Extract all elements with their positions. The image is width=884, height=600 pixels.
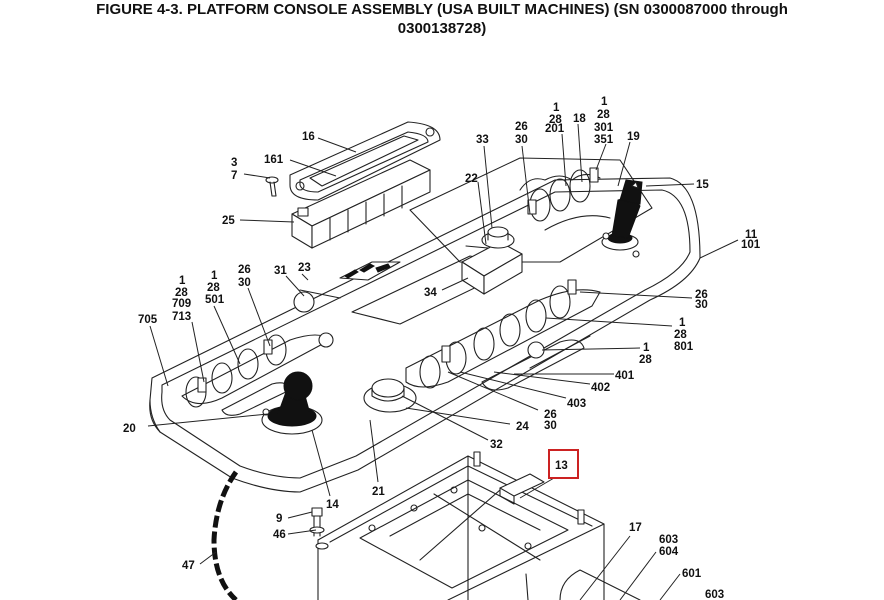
callout-713: 713 — [172, 311, 191, 323]
callout-709: 709 — [172, 298, 191, 310]
callout-33: 33 — [476, 134, 489, 146]
callout-603-lower: 603 — [705, 589, 724, 600]
callout-1-left-a: 1 — [179, 275, 186, 287]
callout-13-highlight-box — [548, 449, 579, 479]
callout-20: 20 — [123, 423, 136, 435]
callout-351: 351 — [594, 134, 614, 146]
selector-switch-box — [461, 226, 523, 295]
emergency-stop-button — [363, 378, 417, 413]
callout-1-upper-a: 1 — [553, 102, 560, 114]
callout-1-right-b: 1 — [643, 342, 650, 354]
callout-28-right-a: 28 — [674, 329, 687, 341]
console-cable — [211, 470, 239, 600]
callout-28-right-b: 28 — [639, 354, 652, 366]
switch-panel-bezel — [289, 121, 441, 201]
callout-25: 25 — [222, 215, 235, 227]
toggle-switch-block — [291, 159, 431, 249]
figure-title-line-2: 0300138728) — [397, 20, 487, 37]
left-joystick — [261, 371, 323, 435]
callout-28-upper-b: 28 — [597, 109, 610, 121]
callout-26-upper: 26 — [515, 121, 528, 133]
callout-9: 9 — [276, 513, 282, 525]
callout-28-left-b: 28 — [207, 282, 220, 294]
figure-title-line-1: FIGURE 4-3. PLATFORM CONSOLE ASSEMBLY (U… — [96, 1, 788, 18]
callout-24: 24 — [516, 421, 529, 433]
callout-47: 47 — [182, 560, 195, 572]
callout-18: 18 — [573, 113, 586, 125]
callout-30-lower: 30 — [544, 420, 557, 432]
callout-601: 601 — [682, 568, 702, 580]
right-joystick — [601, 179, 643, 258]
left-toggle-row — [181, 291, 334, 416]
figure-title: FIGURE 4-3. PLATFORM CONSOLE ASSEMBLY (U… — [0, 0, 884, 38]
jlg-logo-plate — [339, 261, 401, 281]
callout-301: 301 — [594, 122, 614, 134]
callout-15: 15 — [696, 179, 709, 191]
callout-28-left-a: 28 — [175, 287, 188, 299]
callout-31: 31 — [274, 265, 287, 277]
console-box — [317, 451, 641, 600]
callout-1-right-a: 1 — [679, 317, 686, 329]
callout-34: 34 — [424, 287, 437, 299]
callout-16: 16 — [302, 131, 315, 143]
callout-17: 17 — [629, 522, 642, 534]
callout-11: 11 — [745, 229, 758, 241]
callout-1-upper-b: 1 — [601, 96, 608, 108]
screw — [265, 176, 279, 197]
callout-22: 22 — [465, 173, 478, 185]
callout-23: 23 — [298, 262, 311, 274]
callout-32: 32 — [490, 439, 503, 451]
callout-30-upper: 30 — [515, 134, 528, 146]
bolt-and-washer — [309, 507, 329, 550]
callout-402: 402 — [591, 382, 610, 394]
callout-1-left-b: 1 — [211, 270, 218, 282]
callout-labels: 16 161 3 7 25 33 22 26 30 1 28 201 18 1 … — [123, 96, 761, 600]
callout-604: 604 — [659, 546, 679, 558]
callout-19: 19 — [627, 131, 640, 143]
callout-7: 7 — [231, 170, 237, 182]
callout-401: 401 — [615, 370, 635, 382]
callout-21: 21 — [372, 486, 385, 498]
callout-3: 3 — [231, 157, 237, 169]
callout-403: 403 — [567, 398, 586, 410]
callout-13: 13 — [555, 460, 568, 472]
callout-30-right: 30 — [695, 299, 708, 311]
callout-14: 14 — [326, 499, 339, 511]
leader-lines — [147, 123, 739, 600]
callout-801: 801 — [674, 341, 694, 353]
callout-501: 501 — [205, 294, 225, 306]
callout-201: 201 — [545, 123, 565, 135]
upper-control-well — [409, 157, 653, 263]
callout-28-upper-a: 28 — [549, 114, 562, 126]
callout-46: 46 — [273, 529, 286, 541]
callout-30-left: 30 — [238, 277, 251, 289]
callout-26-lower: 26 — [544, 409, 557, 421]
callout-705: 705 — [138, 314, 158, 326]
callout-26-right: 26 — [695, 289, 708, 301]
lower-right-toggle-row — [405, 279, 601, 391]
callout-161: 161 — [264, 154, 284, 166]
callout-101: 101 — [741, 239, 761, 251]
callout-26-left: 26 — [238, 264, 251, 276]
callout-603-upper: 603 — [659, 534, 678, 546]
